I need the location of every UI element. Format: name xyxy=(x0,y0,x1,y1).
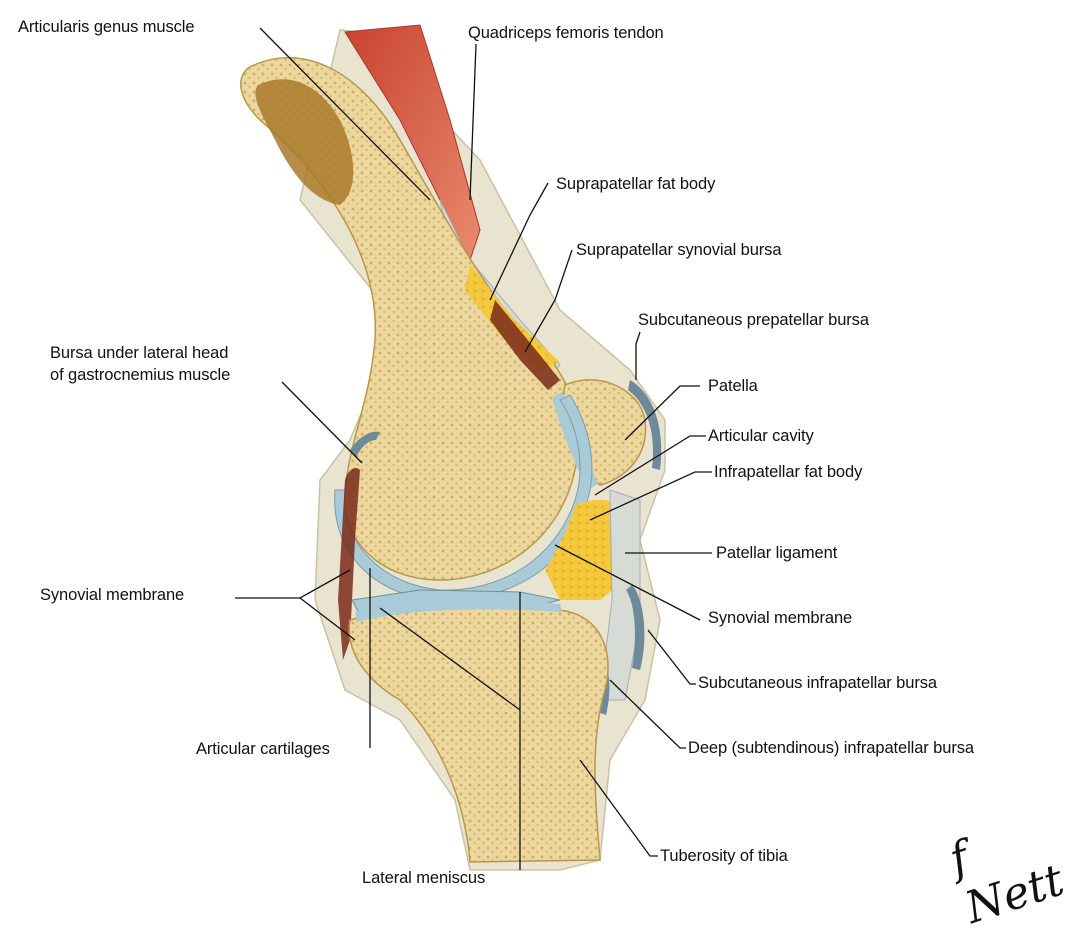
knee-diagram: Articularis genus muscle Quadriceps femo… xyxy=(0,0,1077,901)
label-deep-infrapatellar-bursa: Deep (subtendinous) infrapatellar bursa xyxy=(688,739,974,759)
tibia xyxy=(349,605,608,862)
label-bursa-gastrocnemius-line2: of gastrocnemius muscle xyxy=(50,366,230,386)
label-patellar-ligament: Patellar ligament xyxy=(716,544,837,564)
knee-sagittal-section-illustration xyxy=(0,0,1077,901)
label-infrapatellar-fat-body: Infrapatellar fat body xyxy=(714,463,862,483)
label-bursa-gastrocnemius-line1: Bursa under lateral head xyxy=(50,344,228,364)
label-tuberosity-of-tibia: Tuberosity of tibia xyxy=(660,847,788,867)
label-articular-cavity: Articular cavity xyxy=(708,427,814,447)
label-suprapatellar-fat-body: Suprapatellar fat body xyxy=(556,175,715,195)
label-synovial-membrane-right: Synovial membrane xyxy=(708,609,852,629)
label-quadriceps-femoris-tendon: Quadriceps femoris tendon xyxy=(468,24,664,44)
label-articular-cartilages: Articular cartilages xyxy=(196,740,330,760)
label-patella: Patella xyxy=(708,377,758,397)
label-lateral-meniscus: Lateral meniscus xyxy=(362,869,485,889)
label-suprapatellar-synovial-bursa: Suprapatellar synovial bursa xyxy=(576,241,781,261)
label-articularis-genus-muscle: Articularis genus muscle xyxy=(18,18,194,38)
label-subcutaneous-prepatellar-bursa: Subcutaneous prepatellar bursa xyxy=(638,311,869,331)
label-synovial-membrane-left: Synovial membrane xyxy=(40,586,184,606)
label-subcutaneous-infrapatellar-bursa: Subcutaneous infrapatellar bursa xyxy=(698,674,937,694)
